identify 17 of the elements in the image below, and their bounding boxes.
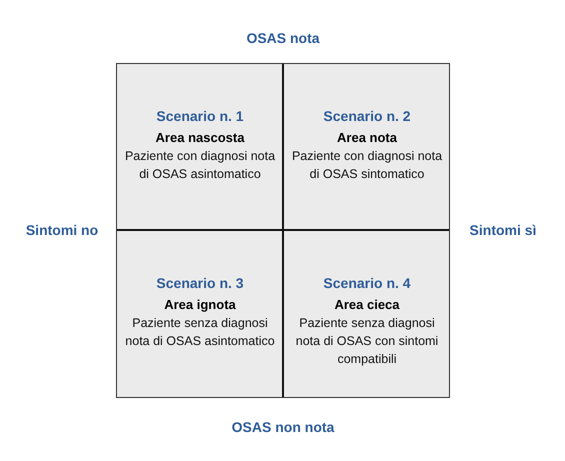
axis-label: Sintomi sì xyxy=(470,222,536,238)
axis-label: OSAS non nota xyxy=(232,419,334,435)
matrix-frame xyxy=(116,63,450,398)
area-title: Area nota xyxy=(337,130,397,145)
axis-label: OSAS nota xyxy=(246,30,320,46)
description-text: Paziente senza diagnosi nota di OSAS con sintomi compatibili xyxy=(294,315,440,368)
axis-label: Sintomi no xyxy=(26,222,98,238)
scenario-heading: Scenario n. 1 xyxy=(156,108,244,124)
description-text: Paziente con diagnosi nota di OSAS sintomatico xyxy=(290,148,444,183)
area-title: Area nascosta xyxy=(156,130,244,145)
scenario-heading: Scenario n. 3 xyxy=(156,275,244,291)
description-text: Paziente senza diagnosi nota di OSAS asintomatico xyxy=(124,315,276,350)
scenario-heading: Scenario n. 2 xyxy=(323,108,411,124)
area-title: Area ignota xyxy=(164,297,236,312)
scenario-heading: Scenario n. 4 xyxy=(323,275,411,291)
description-text: Paziente con diagnosi nota di OSAS asintomatico xyxy=(124,148,276,183)
area-title: Area cieca xyxy=(334,297,400,312)
